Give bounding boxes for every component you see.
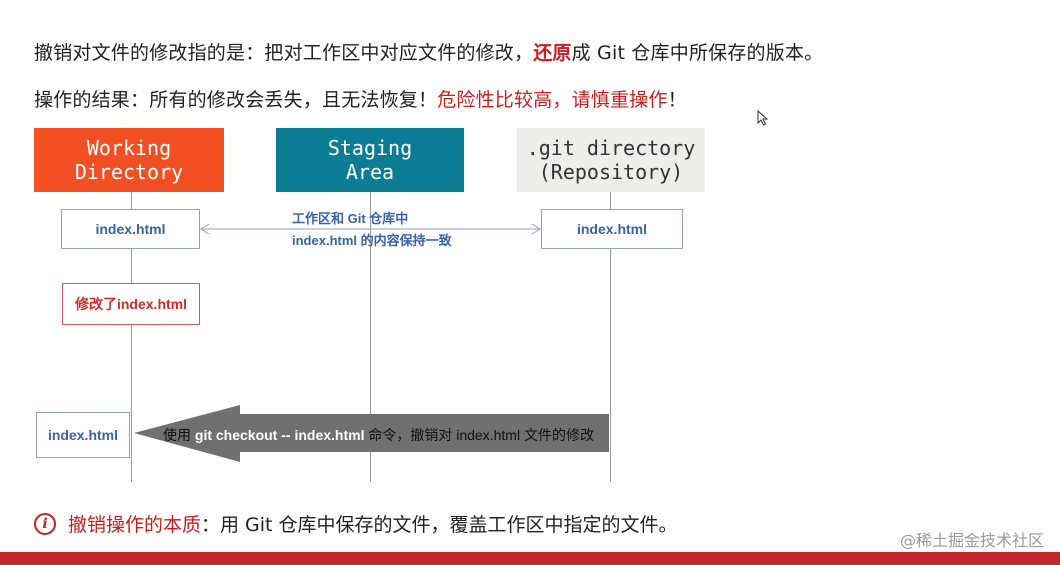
footer-title: 撤销操作的本质 <box>68 514 202 536</box>
description-line-1-c: 成 Git 仓库中所保存的版本。 <box>571 42 824 64</box>
git-lifeline <box>610 192 611 482</box>
mouse-cursor-icon <box>757 110 769 126</box>
description-line-2: 操作的结果：所有的修改会丢失，且无法恢复！危险性比较高，请慎重操作！ <box>34 85 687 112</box>
danger-warning: 危险性比较高，请慎重操作 <box>437 89 668 111</box>
command-prefix: 使用 <box>163 427 195 443</box>
info-circle-icon: i <box>34 512 56 535</box>
footer-summary: i 撤销操作的本质：用 Git 仓库中保存的文件，覆盖工作区中指定的文件。 <box>34 510 678 537</box>
footer-body: ：用 Git 仓库中保存的文件，覆盖工作区中指定的文件。 <box>201 514 678 536</box>
working-index-file: index.html <box>61 209 200 249</box>
working-directory-header: Working Directory <box>34 128 224 192</box>
sync-note: 工作区和 Git 仓库中 index.html 的内容保持一致 <box>292 208 452 252</box>
restored-index-file: index.html <box>36 412 130 458</box>
command-code: git checkout -- index.html <box>194 427 365 443</box>
checkout-command-label: 使用 git checkout -- index.html 命令，撤销对 ind… <box>163 425 594 445</box>
bottom-bar <box>0 552 1060 565</box>
working-lifeline <box>131 192 132 482</box>
description-line-2-a: 操作的结果：所有的修改会丢失，且无法恢复！ <box>34 89 438 111</box>
description-line-2-c: ！ <box>667 89 687 111</box>
watermark: @稀土掘金技术社区 <box>899 531 1044 550</box>
git-index-file: index.html <box>541 209 683 249</box>
staging-lifeline <box>370 192 371 482</box>
description-line-1: 撤销对文件的修改指的是：把对工作区中对应文件的修改，还原成 Git 仓库中所保存… <box>34 38 823 65</box>
staging-area-header: Staging Area <box>276 128 464 192</box>
modified-index-file: 修改了index.html <box>62 283 200 325</box>
sync-note-line-2: index.html 的内容保持一致 <box>292 233 452 248</box>
git-directory-header: .git directory (Repository) <box>517 128 705 192</box>
description-line-1-a: 撤销对文件的修改指的是：把对工作区中对应文件的修改， <box>34 42 534 64</box>
restore-keyword: 还原 <box>533 42 572 64</box>
sync-note-line-1: 工作区和 Git 仓库中 <box>292 211 409 226</box>
command-suffix: 命令，撤销对 index.html 文件的修改 <box>364 427 594 443</box>
